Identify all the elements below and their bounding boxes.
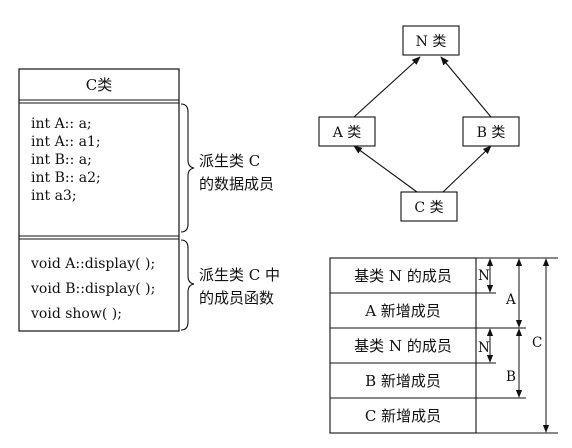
node-b-label: B 类	[477, 125, 506, 141]
memory-block-label: 基类 N 的成员	[354, 267, 452, 285]
node-n-box	[402, 25, 460, 56]
span-label-b: B	[506, 369, 516, 385]
node-a-label: A 类	[332, 125, 362, 141]
data-member-line: int B:: a2;	[31, 170, 101, 186]
node-c: C 类	[400, 191, 458, 222]
data-member-line: int a3;	[31, 188, 77, 204]
memory-block-label: 基类 N 的成员	[354, 337, 452, 355]
node-n-label: N 类	[416, 34, 447, 50]
data-brace	[180, 103, 195, 233]
data-member-line: int B:: a;	[31, 152, 92, 168]
memory-layout: 基类 N 的成员 A 新增成员 基类 N 的成员 B 新增成员 C 新增成员 N…	[329, 257, 558, 434]
edge-c-to-a	[353, 145, 418, 193]
memory-block-label: C 新增成员	[365, 407, 441, 425]
edge-a-to-n	[353, 56, 421, 118]
inheritance-graph: N 类 A 类 B 类 C 类	[318, 25, 520, 222]
node-c-box	[400, 191, 458, 222]
data-caption-line: 的数据成员	[199, 175, 274, 193]
node-a: A 类	[318, 116, 376, 147]
data-member-line: int A:: a;	[31, 116, 92, 132]
node-c-label: C 类	[414, 200, 443, 216]
data-member-line: int A:: a1;	[31, 134, 101, 150]
span-label-a: A	[505, 292, 516, 308]
data-caption-line: 派生类 C	[199, 152, 260, 170]
function-member-line: void show( );	[30, 306, 122, 322]
node-b-box	[462, 116, 520, 147]
class-c-box: C类 int A:: a; int A:: a1; int B:: a; int…	[18, 68, 180, 332]
function-caption-line: 的成员函数	[199, 289, 274, 307]
function-caption-line: 派生类 C 中	[199, 266, 280, 284]
function-brace	[180, 239, 195, 331]
memory-layout-outline	[329, 257, 477, 434]
function-member-line: void A::display( );	[30, 256, 155, 272]
memory-block-label: A 新增成员	[364, 302, 441, 320]
span-label-n2: N	[478, 340, 490, 356]
span-label-n1: N	[478, 268, 490, 284]
node-a-box	[318, 116, 376, 147]
node-b: B 类	[462, 116, 520, 147]
edge-b-to-n	[440, 56, 492, 118]
function-member-line: void B::display( );	[30, 281, 155, 297]
memory-block-label: B 新增成员	[365, 372, 441, 390]
class-c-outline	[18, 68, 180, 332]
class-c-title: C类	[86, 76, 112, 94]
span-label-c: C	[532, 335, 542, 351]
node-n: N 类	[402, 25, 460, 56]
edge-c-to-b	[442, 145, 492, 193]
